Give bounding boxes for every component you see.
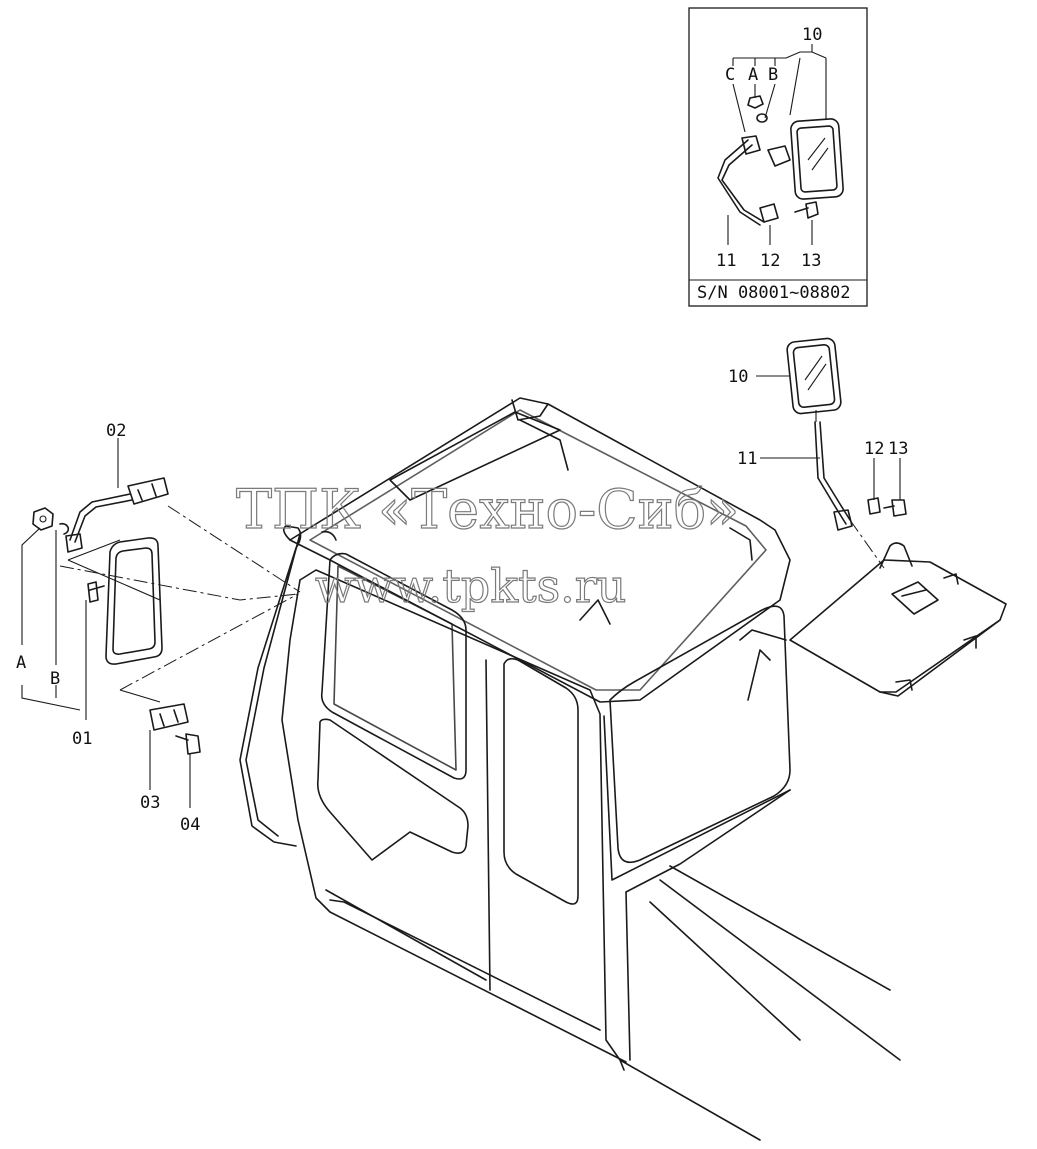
inset-label-b: B [768,65,778,85]
inset-bracket [759,203,779,223]
left-mirror [87,537,163,665]
label-b-left: B [50,669,60,689]
grab-rail [239,525,302,847]
right-mirror-assembly: 10 11 12 13 [728,337,1007,697]
inset-label-11: 11 [716,251,736,271]
door-window-lower [316,718,469,861]
label-10: 10 [728,367,748,387]
right-bolt [883,499,907,517]
inset-label-c: C [725,65,735,85]
washer-b [59,522,70,535]
inset-label-10: 10 [802,25,822,45]
inset-serial-text: S/N 08001~08802 [697,283,851,303]
label-a-left: A [16,653,26,673]
left-mirror-assembly: 02 A B 01 03 04 [16,421,201,835]
projection-lines [59,505,301,691]
label-01: 01 [72,729,92,749]
inset-rod [717,139,765,226]
nut-a [32,507,54,531]
inset-clamp [741,135,791,167]
inset-label-a: A [748,65,758,85]
inset-label-13: 13 [801,251,821,271]
side-window-rear [503,657,579,905]
inset-bolt [794,201,819,219]
label-12: 12 [864,439,884,459]
label-04: 04 [180,815,200,835]
inset-mirror [790,118,844,200]
label-11: 11 [737,449,757,469]
inset-nut [747,95,764,109]
inset-label-12: 12 [760,251,780,271]
watermark-url: www.tpkts.ru [315,559,626,613]
label-13: 13 [888,439,908,459]
label-02: 02 [106,421,126,441]
door-window-upper [320,552,467,780]
watermark: ТПК «Техно-Сиб» www.tpkts.ru [235,477,739,613]
right-mirror [786,337,842,415]
front-windshield [609,605,791,864]
watermark-company: ТПК «Техно-Сиб» [236,478,739,541]
label-03: 03 [140,793,160,813]
right-bracket [867,497,881,515]
lower-bolt [175,733,201,755]
inset-washer [756,113,768,123]
inset-panel: S/N 08001~08802 C A B 10 11 12 13 [688,7,868,307]
mirror-arm [69,493,133,543]
right-mirror-rod [814,421,851,525]
mounting-plate [789,559,1007,693]
operator-cab [239,397,901,1141]
lower-bracket [149,703,189,731]
